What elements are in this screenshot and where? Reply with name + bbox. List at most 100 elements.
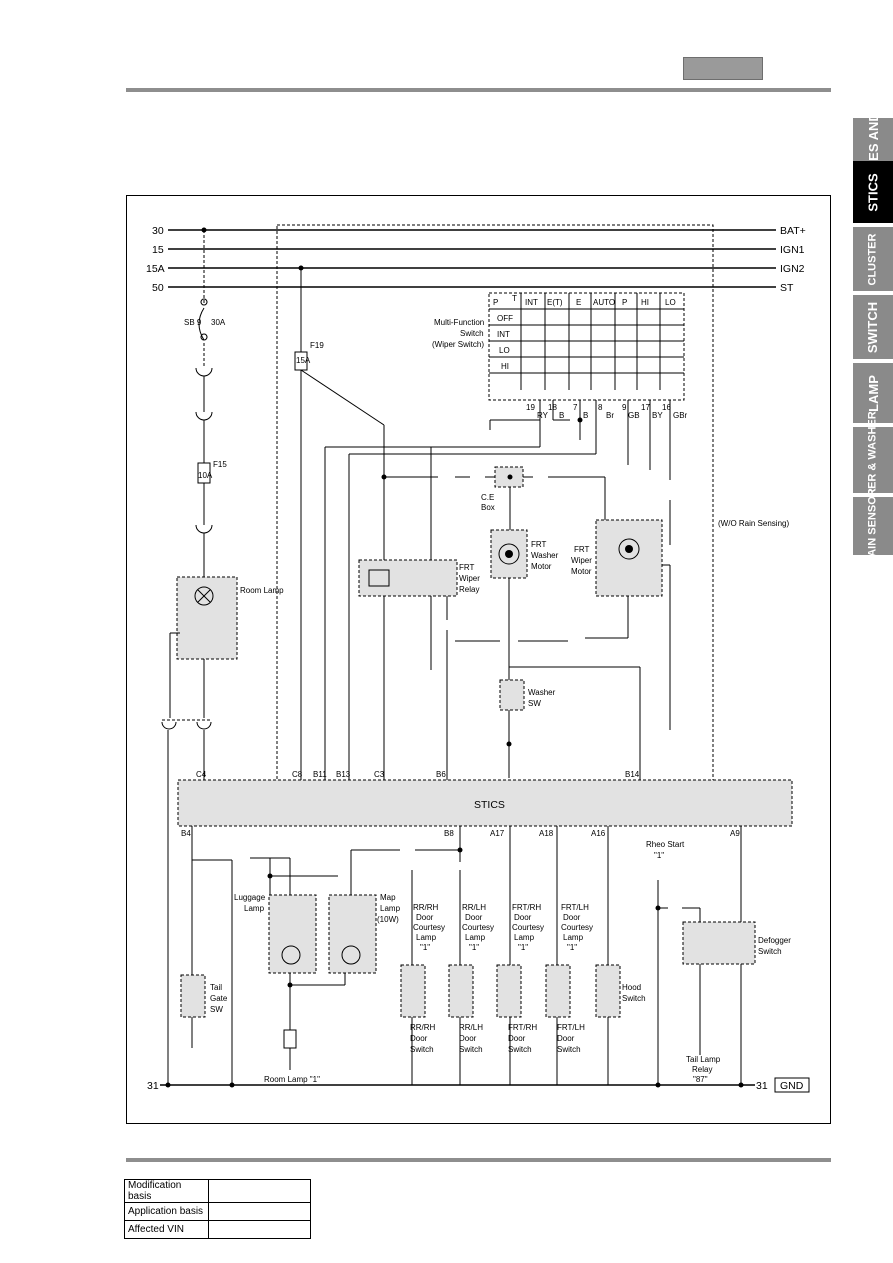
courtesy-label: Courtesy — [413, 923, 445, 932]
courtesy-label: Lamp — [416, 933, 437, 942]
courtesy-label: Courtesy — [462, 923, 494, 932]
room-lamp-1-label: Room Lamp "1" — [264, 1075, 320, 1084]
revision-value — [208, 1220, 311, 1239]
rheo-start-label: Rheo Start — [646, 840, 685, 849]
wiper-relay-label: FRT — [459, 563, 475, 572]
courtesy-label: RR/RH — [413, 903, 439, 912]
mfs-header-et: E(T) — [547, 298, 563, 307]
stics-pin: B11 — [313, 770, 327, 779]
revision-label: Modification basis — [124, 1179, 209, 1203]
courtesy-label: Courtesy — [512, 923, 544, 932]
tab-wiper-washer[interactable]: WIPER & WASHER — [853, 411, 893, 509]
revision-label: Affected VIN — [124, 1220, 209, 1239]
tab-stics[interactable]: STICS — [853, 161, 893, 223]
washer-motor-label: FRT — [531, 540, 547, 549]
courtesy-label: Lamp — [465, 933, 486, 942]
mfs-row-int: INT — [497, 330, 510, 339]
mfs-pin: 17 — [641, 403, 650, 412]
f19-label: F19 — [310, 341, 324, 350]
diagram-frame — [126, 195, 831, 1124]
mfs-header-lo: LO — [665, 298, 676, 307]
tail-gate-label: SW — [210, 1005, 223, 1014]
mfs-wire: RY — [537, 411, 549, 420]
courtesy-label: RR/LH — [462, 903, 486, 912]
defogger-label: Switch — [758, 947, 782, 956]
washer-sw-label: Washer — [528, 688, 556, 697]
mfs-header-p2: P — [622, 298, 627, 307]
tab-switch[interactable]: SWITCH — [853, 295, 893, 359]
mfs-pin: 7 — [573, 403, 578, 412]
stics-pin: C8 — [292, 770, 303, 779]
stics-box — [177, 779, 793, 827]
courtesy-label: Door — [563, 913, 581, 922]
rail-15-label: 15 — [152, 244, 164, 256]
courtesy-label: Door — [514, 913, 532, 922]
mfs-row-off: OFF — [497, 314, 513, 323]
stics-pin: A16 — [591, 829, 606, 838]
tab-cluster[interactable]: CLUSTER — [853, 227, 893, 291]
courtesy-label: "1" — [567, 943, 577, 952]
map-lamp-label: (10W) — [377, 915, 399, 924]
f15-label: F15 — [213, 460, 227, 469]
note-label: (W/O Rain Sensing) — [718, 519, 789, 528]
f15-rating: 10A — [198, 471, 213, 480]
mfs-header-e: E — [576, 298, 581, 307]
mfs-header-auto: AUTO — [593, 298, 615, 307]
rail-30-label: 30 — [152, 225, 164, 237]
mfs-pin: 16 — [662, 403, 671, 412]
stics-enclosure — [276, 224, 714, 792]
courtesy-label: Lamp — [563, 933, 584, 942]
revision-table: Modification basis Application basis Aff… — [124, 1179, 311, 1239]
luggage-lamp-label: Lamp — [244, 904, 265, 913]
ce-box-label: C.E — [481, 493, 494, 502]
mfs-pin: 9 — [622, 403, 627, 412]
mfs-pin: 19 — [526, 403, 535, 412]
mfs-row-lo: LO — [499, 346, 510, 355]
sb9-rating: 30A — [211, 318, 226, 327]
courtesy-label: Lamp — [514, 933, 535, 942]
washer-motor-label: Motor — [531, 562, 552, 571]
courtesy-label: "1" — [518, 943, 528, 952]
courtesy-label: Door — [465, 913, 483, 922]
door-switch-label: FRT/RH — [508, 1023, 537, 1032]
tail-lamp-relay-label: Tail Lamp — [686, 1055, 721, 1064]
wiper-motor-label: Wiper — [571, 556, 592, 565]
door-switch-label: Door — [410, 1034, 428, 1043]
tail-gate-label: Gate — [210, 994, 228, 1003]
mfs-wire: GB — [628, 411, 640, 420]
door-switch-label: Switch — [557, 1045, 581, 1054]
mfs-wire: B — [583, 411, 588, 420]
mfs-pin: 8 — [598, 403, 603, 412]
mfs-wire: Br — [606, 411, 614, 420]
stics-pin: A9 — [730, 829, 740, 838]
luggage-lamp-label: Luggage — [234, 893, 266, 902]
room-lamp-label: Room Lamp — [240, 586, 284, 595]
sb9-label: SB 9 — [184, 318, 202, 327]
tab-rain-sensor[interactable]: RAIN SENSOR — [853, 488, 893, 564]
mfs-header-hi: HI — [641, 298, 649, 307]
revision-row: Affected VIN — [124, 1220, 311, 1239]
ce-box-label: Box — [481, 503, 495, 512]
mfs-header-p: P — [493, 298, 498, 307]
header-tab-box — [683, 57, 763, 80]
tail-gate-label: Tail — [210, 983, 222, 992]
ground-rail-label: 31 — [147, 1080, 159, 1092]
map-lamp-label: Lamp — [380, 904, 401, 913]
f19-rating: 15A — [296, 356, 311, 365]
top-rule — [126, 88, 831, 92]
mfs-header-int: INT — [525, 298, 538, 307]
tab-lamp[interactable]: LAMP — [853, 363, 893, 423]
stics-pin: A17 — [490, 829, 505, 838]
mfs-wire: GBr — [673, 411, 688, 420]
stics-pin: B13 — [336, 770, 351, 779]
mfs-title3: (Wiper Switch) — [432, 340, 484, 349]
mfs-title2: Switch — [460, 329, 484, 338]
mfs-header-t: T — [512, 294, 517, 303]
courtesy-label: Courtesy — [561, 923, 593, 932]
rail-bat-label: BAT+ — [780, 225, 806, 237]
door-switch-label: FRT/LH — [557, 1023, 585, 1032]
rail-15a-label: 15A — [146, 263, 165, 275]
mfs-row-hi: HI — [501, 362, 509, 371]
courtesy-label: "1" — [420, 943, 430, 952]
